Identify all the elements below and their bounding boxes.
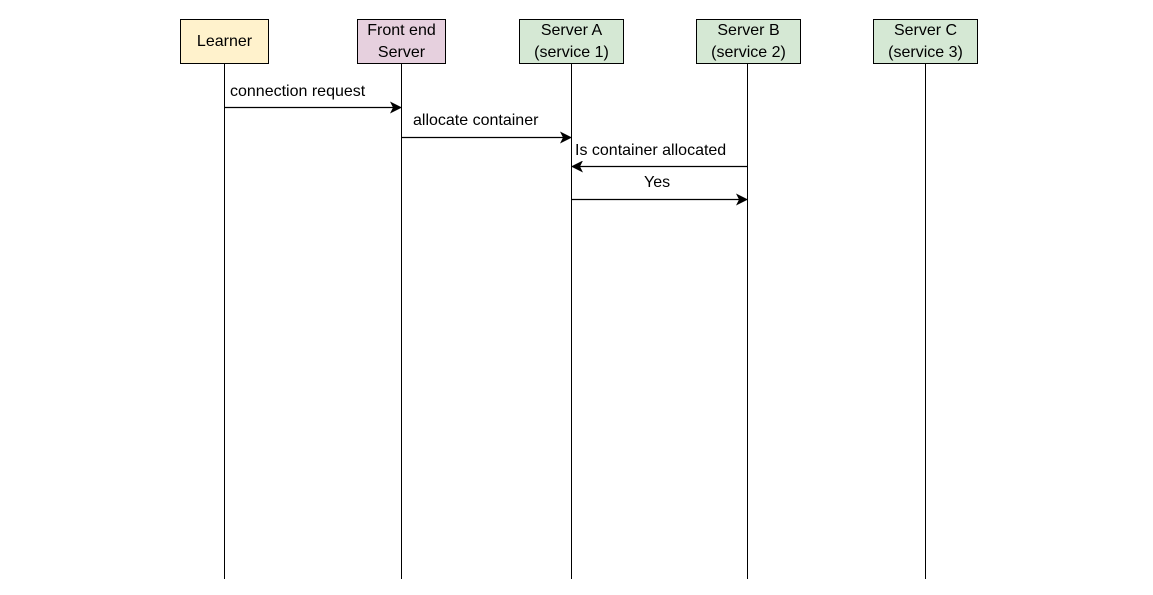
message-label-allocate-container: allocate container [413,111,539,131]
lifeline-server-b [747,63,748,579]
participant-front-end-server: Front end Server [357,19,446,64]
message-label-connection-request: connection request [230,82,366,102]
participant-server-b: Server B (service 2) [696,19,801,64]
arrow-is-container-allocated [571,160,748,173]
participant-server-a: Server A (service 1) [519,19,624,64]
lifeline-front-end-server [401,63,402,579]
message-label-is-container-allocated: Is container allocated [575,141,727,161]
lifeline-server-c [925,63,926,579]
arrow-connection-request [225,101,402,114]
message-label-yes: Yes [644,173,671,193]
lifeline-learner [224,63,225,579]
arrow-yes [572,193,748,206]
participant-server-c: Server C (service 3) [873,19,978,64]
participant-learner: Learner [180,19,269,64]
lifeline-server-a [571,63,572,579]
arrow-allocate-container [402,131,572,144]
